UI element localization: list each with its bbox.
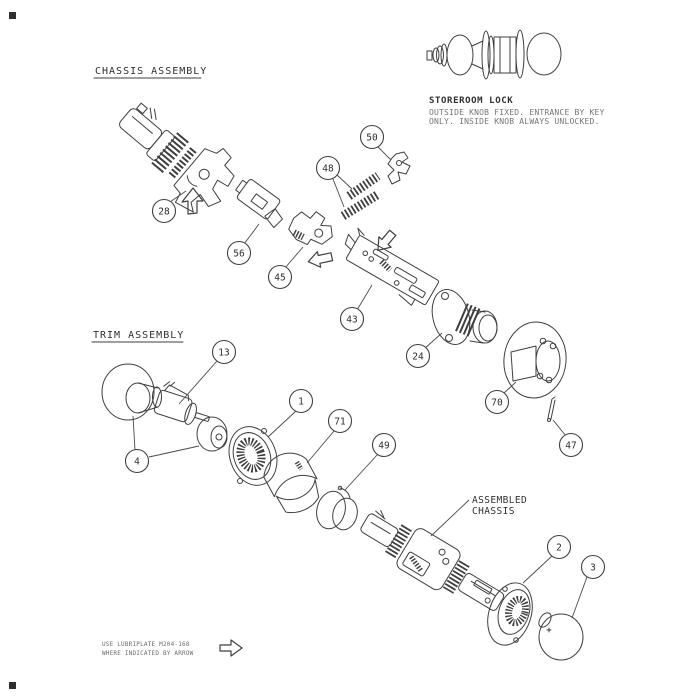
callout-45: 45 (267, 264, 293, 290)
lubricant-arrow-up-icon (181, 187, 204, 215)
svg-text:45: 45 (274, 273, 285, 284)
callout-49: 49 (371, 432, 397, 458)
lubrication-note-1: USE LUBRIPLATE M204-168 (102, 641, 190, 648)
svg-text:24: 24 (412, 352, 424, 363)
lubricant-arrow-right-icon (219, 639, 243, 657)
svg-text:4: 4 (134, 457, 140, 468)
part-hub-flange (431, 289, 498, 345)
part-chassis-lock-unit (119, 102, 235, 213)
svg-text:28: 28 (158, 207, 170, 218)
part-outside-knob (538, 612, 584, 661)
callout-4: 4 (124, 448, 150, 474)
callout-56: 56 (226, 240, 252, 266)
callout-47: 47 (558, 432, 584, 458)
assembled-chassis-leader (430, 499, 470, 537)
scan-mark-top-left (9, 12, 16, 19)
lubrication-note-2: WHERE INDICATED BY ARROW (102, 650, 194, 657)
svg-text:70: 70 (491, 398, 503, 409)
callout-71: 71 (327, 408, 353, 434)
callout-28: 28 (151, 198, 177, 224)
part-coil-spring (316, 485, 358, 531)
svg-text:13: 13 (218, 348, 229, 359)
svg-text:3: 3 (590, 563, 596, 574)
callout-70: 70 (484, 389, 510, 415)
callout-1: 1 (288, 388, 314, 414)
lubricant-arrow-down-icon (377, 229, 397, 252)
part-retaining-pin (547, 396, 556, 422)
assembled-chassis-label-1: ASSEMBLED (472, 495, 527, 506)
svg-text:2: 2 (556, 543, 562, 554)
svg-text:49: 49 (378, 441, 390, 452)
lockset-assembled-view (426, 29, 562, 80)
part-outside-rose (487, 582, 533, 646)
callout-3: 3 (580, 554, 606, 580)
part-knob-cap (196, 416, 228, 452)
chassis-assembly-title: CHASSIS ASSEMBLY (95, 66, 207, 77)
trim-assembly-title: TRIM ASSEMBLY (93, 330, 184, 341)
scan-mark-bottom-left (9, 682, 16, 689)
svg-text:43: 43 (346, 315, 357, 326)
part-rose-insert (228, 426, 278, 486)
callout-50: 50 (359, 124, 385, 150)
part-inside-knob (101, 363, 162, 421)
storeroom-lock-title: STOREROOM LOCK (429, 96, 513, 106)
svg-text:71: 71 (334, 417, 346, 428)
part-frame-slide (344, 227, 440, 306)
callout-24: 24 (405, 343, 431, 369)
storeroom-lock-desc-1: OUTSIDE KNOB FIXED. ENTRANCE BY KEY (429, 108, 605, 117)
callout-43: 43 (339, 306, 365, 332)
storeroom-lock-desc-2: ONLY. INSIDE KNOB ALWAYS UNLOCKED. (429, 117, 600, 126)
part-return-springs (340, 172, 381, 220)
part-locking-clip (387, 151, 411, 185)
svg-text:48: 48 (322, 164, 334, 175)
part-housing-cover (503, 321, 567, 399)
svg-text:47: 47 (565, 441, 576, 452)
part-lock-cylinder (153, 381, 210, 425)
leader-lines (132, 145, 588, 619)
callout-13: 13 (211, 339, 237, 365)
part-assembled-chassis (360, 510, 505, 611)
svg-text:50: 50 (366, 133, 378, 144)
callout-2: 2 (546, 534, 572, 560)
part-spring-cage (263, 452, 320, 514)
lubricant-arrow-left-icon (307, 250, 334, 268)
assembled-chassis-label-2: CHASSIS (472, 506, 515, 517)
part-retractor (288, 211, 333, 246)
svg-text:56: 56 (233, 249, 245, 260)
svg-text:1: 1 (298, 397, 304, 408)
part-spindle-sleeve (235, 179, 283, 229)
callout-48: 48 (315, 155, 341, 181)
